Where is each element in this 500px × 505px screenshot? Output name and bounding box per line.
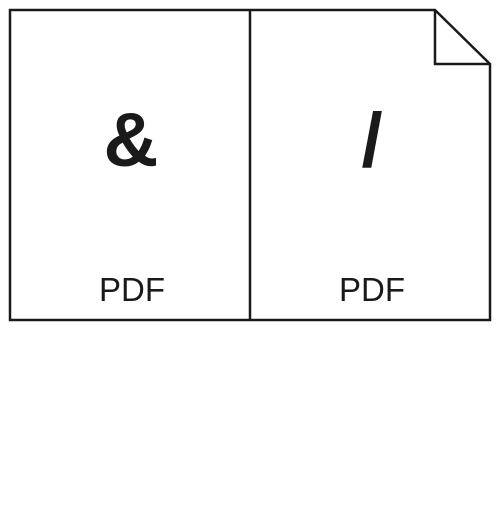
right-page-caption: PDF <box>339 271 405 308</box>
left-page-symbol: & <box>103 98 159 183</box>
right-page-symbol: / <box>361 98 383 183</box>
folded-corner <box>433 10 490 66</box>
left-page-caption: PDF <box>99 271 165 308</box>
